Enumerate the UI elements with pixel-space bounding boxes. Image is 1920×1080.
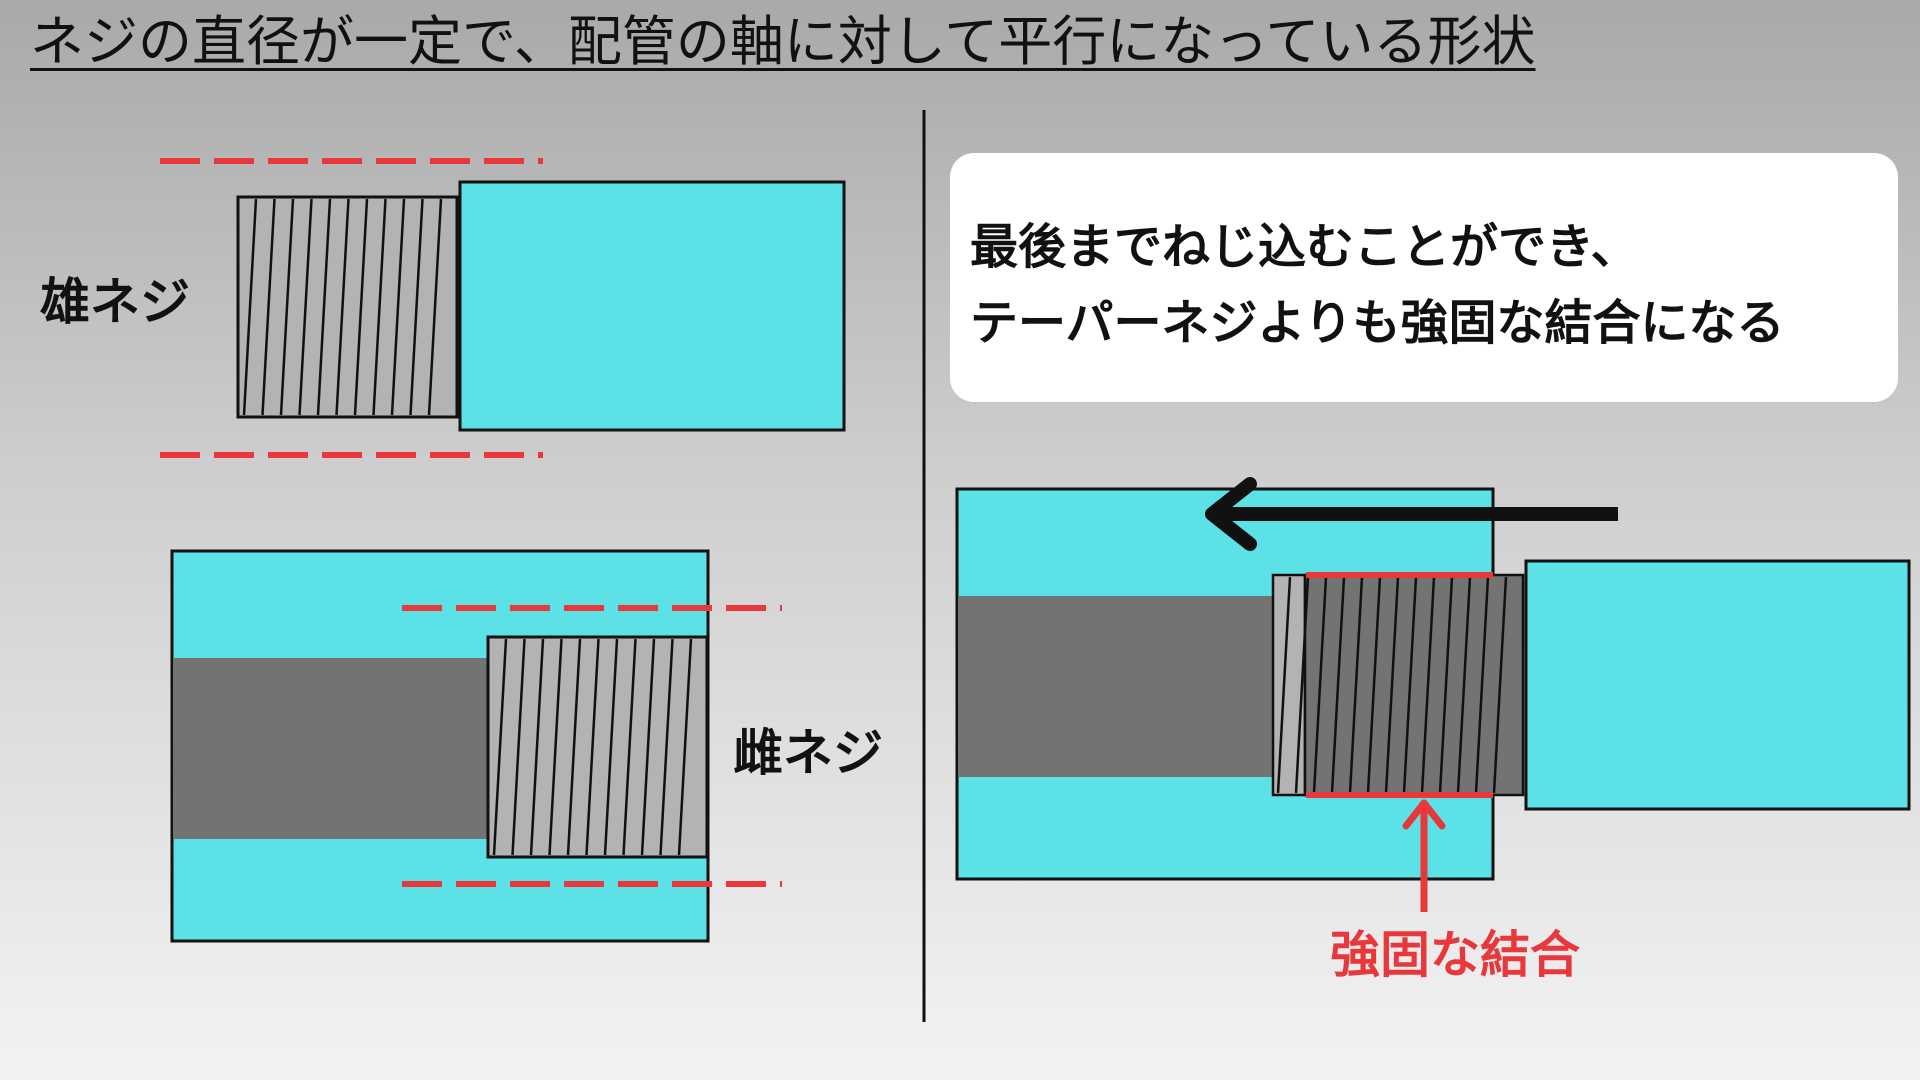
thread-line [390,198,406,416]
thread-line [1420,576,1436,794]
thread-line [1366,576,1382,794]
thread-line [566,638,582,856]
thread-line [372,198,387,416]
thread-line [1456,576,1472,794]
assembled-figure [955,477,1911,912]
thread-line [1312,576,1328,794]
thread-line [511,638,526,856]
female-thread-figure [170,549,782,943]
female-thread-lines [492,638,693,856]
male-pipe-body [458,180,846,432]
thread-line [1276,576,1292,794]
thread-line [298,198,313,416]
thread-line [242,198,258,416]
thread-line [640,638,656,856]
thread-line [548,638,563,856]
male-thread-lines [242,198,443,416]
callout-box: 最後までねじ込むことができ、 テーパーネジよりも強固な結合になる [950,153,1898,402]
thread-line [1294,576,1310,794]
female-thread-label: 雌ネジ [733,724,883,782]
female-bore [173,658,489,839]
thread-line [279,198,295,416]
thread-line [427,198,443,416]
thread-line [316,198,332,416]
thread-line [492,638,508,856]
thread-line [353,198,369,416]
insertion-arrow-head [1205,477,1257,551]
thread-line [1348,576,1364,794]
male-thread-figure [160,158,846,458]
callout-line-2: テーパーネジよりも強固な結合になる [970,295,1785,351]
page-title: ネジの直径が一定で、配管の軸に対して平行になっている形状 [30,10,1536,73]
thread-line [603,638,619,856]
thread-line [1402,576,1418,794]
thread-line [1474,576,1490,794]
assembled-thread-lines [1276,576,1508,794]
thread-line [1330,576,1346,794]
thread-line [1492,576,1508,794]
male-thread-label: 雄ネジ [40,273,190,331]
thread-line [1384,576,1400,794]
thread-line [409,198,424,416]
assembled-bore [958,596,1274,777]
thread-line [659,638,674,856]
thread-line [1438,576,1454,794]
pointer-arrow-head [1402,799,1446,830]
thread-line [585,638,600,856]
thread-line [529,638,545,856]
assembled-male-pipe [1524,559,1911,811]
strong-bond-label: 強固な結合 [1330,926,1580,984]
thread-line [261,198,276,416]
thread-line [335,198,350,416]
thread-line [677,638,693,856]
thread-line [622,638,637,856]
callout-line-1: 最後までねじ込むことができ、 [970,219,1639,275]
